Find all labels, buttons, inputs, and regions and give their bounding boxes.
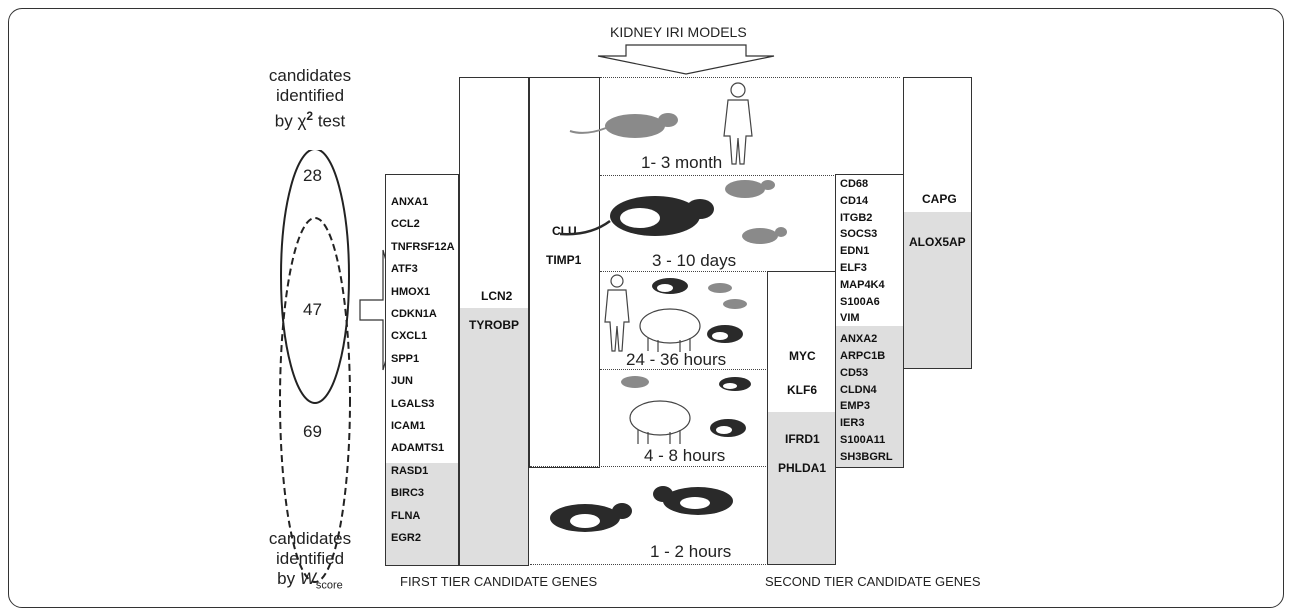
rat-icon <box>621 376 649 388</box>
gene: SH3BGRL <box>840 450 893 463</box>
band-line <box>600 77 900 78</box>
rat-icon <box>569 113 678 138</box>
gene: MAP4K4 <box>840 278 885 291</box>
clu-column <box>529 77 600 468</box>
rat-icon <box>559 196 714 236</box>
time-label: 3 - 10 days <box>652 251 737 270</box>
time-label: 1 - 2 hours <box>650 542 732 561</box>
second-tier-list-shade <box>836 326 903 467</box>
second-tier-caption: SECOND TIER CANDIDATE GENES <box>765 574 981 589</box>
first-tier-list-shade <box>386 463 458 565</box>
gene: ICAM1 <box>391 420 426 433</box>
gene-myc: MYC <box>789 349 816 363</box>
chi-square-ellipse <box>280 150 350 404</box>
gene-alox5ap: ALOX5AP <box>909 235 966 249</box>
rat-icon <box>723 299 747 309</box>
count-overlap: 47 <box>303 300 322 319</box>
gene-timp1: TIMP1 <box>546 253 582 267</box>
gene: ADAMTS1 <box>391 442 445 455</box>
gene: IER3 <box>840 417 865 430</box>
gene: EGR2 <box>391 532 421 545</box>
capg-column-shade <box>904 212 971 368</box>
rat-icon <box>652 278 688 294</box>
gene: ARPC1B <box>840 349 886 362</box>
gene: FLNA <box>391 509 421 522</box>
lcn2-column-shade <box>460 308 528 565</box>
rat-icon <box>708 283 732 293</box>
myc-column-shade <box>768 412 835 564</box>
chi-square-label: candidates identified by χ2 test <box>268 66 352 131</box>
band-line <box>600 175 900 176</box>
gene: SPP1 <box>391 352 420 365</box>
rat-icon <box>550 503 632 532</box>
gene-tyrobp: TYROBP <box>469 318 520 332</box>
band-line <box>530 564 768 565</box>
time-label: 1- 3 month <box>641 153 723 172</box>
gene-phlda1: PHLDA1 <box>778 461 827 475</box>
band-line <box>600 271 770 272</box>
gene-ifrd1: IFRD1 <box>785 432 820 446</box>
top-title: KIDNEY IRI MODELS <box>610 24 747 40</box>
gene: ANXA2 <box>840 333 878 346</box>
human-icon <box>604 274 630 352</box>
gene: CXCL1 <box>391 330 428 343</box>
gene: SOCS3 <box>840 228 878 241</box>
gene: CLDN4 <box>840 383 877 396</box>
gene: LGALS3 <box>391 397 435 410</box>
rat-icon <box>719 377 751 391</box>
gene: CD53 <box>840 366 869 379</box>
rat-icon <box>653 486 733 515</box>
gene: EDN1 <box>840 245 870 258</box>
gene: TNFRSF12A <box>391 240 455 253</box>
gene: VIM <box>840 312 860 325</box>
rat-icon <box>707 325 743 343</box>
gene: BIRC3 <box>391 487 425 500</box>
rat-icon <box>742 227 787 244</box>
rat-icon <box>725 180 775 198</box>
gene: CDKN1A <box>391 308 437 321</box>
gene: CD68 <box>840 178 869 190</box>
gene-klf6: KLF6 <box>787 383 817 397</box>
down-arrow <box>597 44 775 75</box>
gene: S100A6 <box>840 295 880 308</box>
pig-icon <box>629 400 691 444</box>
gene: CD14 <box>840 194 869 207</box>
gene: HMOX1 <box>391 285 431 298</box>
gene: ELF3 <box>840 261 867 274</box>
wscore-label: candidates identified by Wscore <box>268 529 352 592</box>
gene: ANXA1 <box>391 196 429 208</box>
gene: ITGB2 <box>840 211 873 224</box>
count-chi-only: 28 <box>303 166 322 185</box>
human-icon <box>723 82 753 165</box>
gene: ATF3 <box>391 263 418 276</box>
pig-icon <box>639 308 701 352</box>
band-line <box>600 369 770 370</box>
gene: RASD1 <box>391 464 429 477</box>
animal-illustrations <box>550 82 787 532</box>
time-label: 4 - 8 hours <box>644 446 726 465</box>
time-label: 24 - 36 hours <box>626 350 727 369</box>
second-tier-genes: CD68 CD14 ITGB2 SOCS3 EDN1 ELF3 MAP4K4 S… <box>840 176 893 466</box>
gene-capg: CAPG <box>922 192 957 206</box>
gene-lcn2: LCN2 <box>481 289 513 303</box>
first-tier-genes: ANXA1 CCL2 TNFRSF12A ATF3 HMOX1 CDKN1A C… <box>391 191 455 550</box>
count-wscore-only: 69 <box>303 422 322 441</box>
gene: S100A11 <box>840 433 886 446</box>
wscore-ellipse <box>279 217 351 583</box>
rat-icon <box>710 419 746 437</box>
band-line <box>530 466 768 467</box>
gene: JUN <box>391 375 414 388</box>
gene: EMP3 <box>840 400 870 413</box>
first-tier-caption: FIRST TIER CANDIDATE GENES <box>400 574 598 589</box>
gene: CCL2 <box>391 218 420 231</box>
